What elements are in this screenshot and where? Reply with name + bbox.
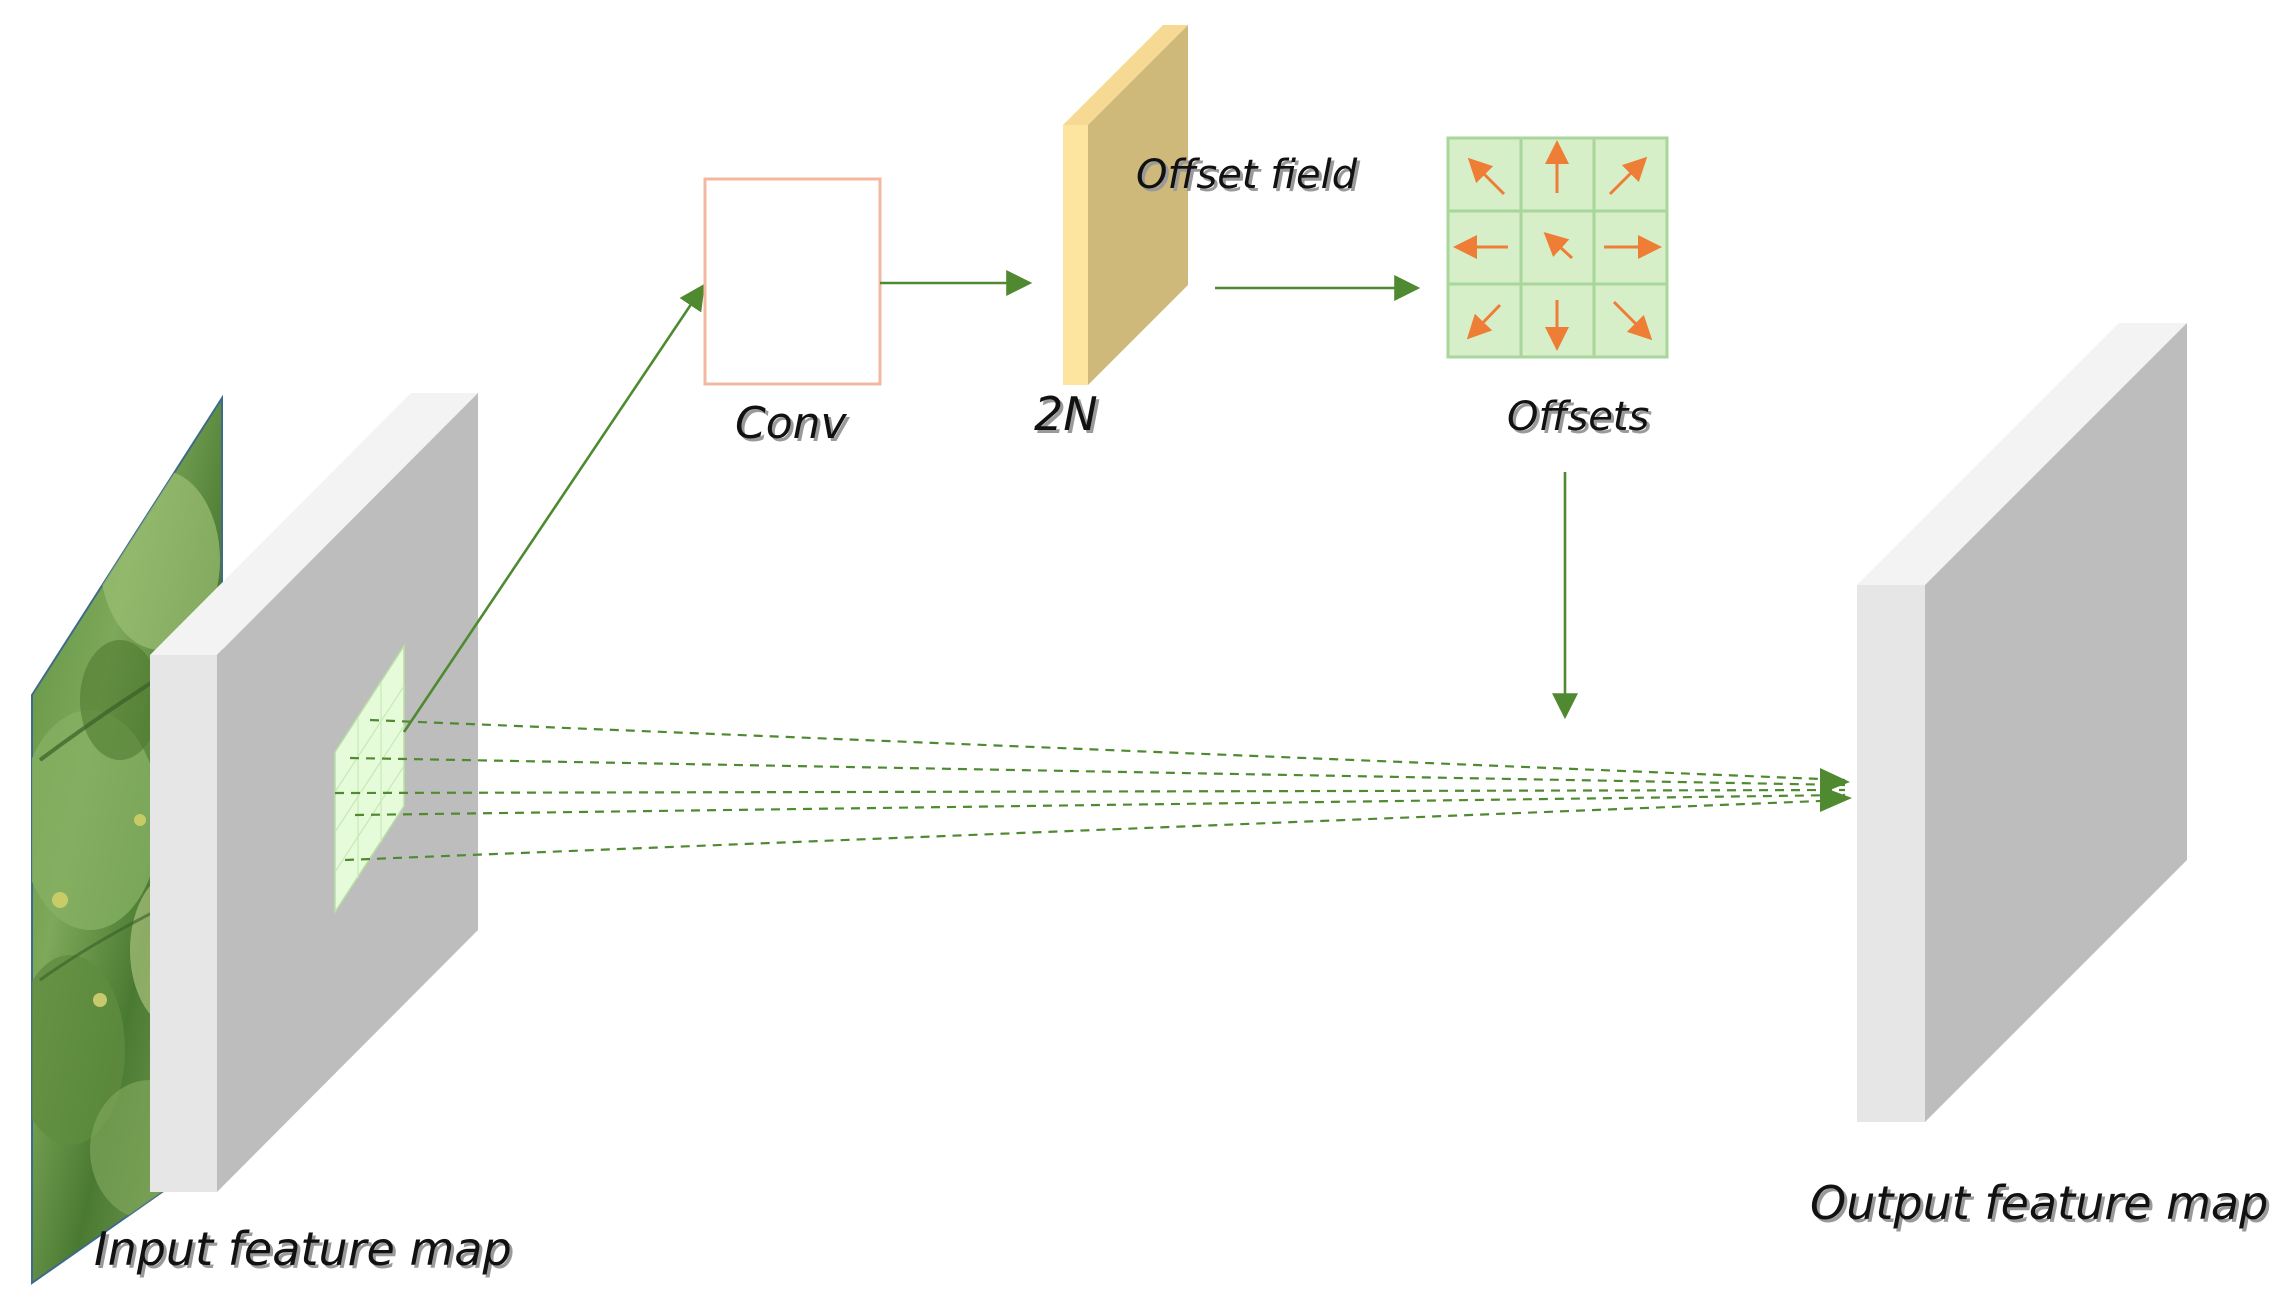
svg-text:Input feature map: Input feature map	[97, 1225, 515, 1279]
sampling-lines	[334, 718, 1846, 862]
svg-text:Offset field: Offset field	[1139, 155, 1361, 201]
offset-arrow-icon	[1467, 157, 1506, 196]
output-feature-map-label: Output feature map	[1810, 1176, 2268, 1230]
svg-text:Offsets: Offsets	[1510, 397, 1652, 443]
offset-arrow-icon	[1608, 156, 1648, 196]
offsets-label: Offsets	[1507, 394, 1649, 440]
offset-arrows	[1453, 140, 1662, 351]
offset-arrow-icon	[1466, 303, 1502, 340]
offset-field-slab	[1063, 25, 1188, 385]
offset-field-label: Offset field	[1136, 152, 1358, 198]
input-feature-map-label: Input feature map	[94, 1222, 512, 1276]
svg-text:Output feature map: Output feature map	[1813, 1179, 2271, 1233]
conv-box	[703, 177, 882, 386]
offset-arrow-icon	[1543, 231, 1574, 260]
sampling-arrowheads	[1820, 768, 1852, 812]
output-feature-map-block	[1857, 323, 2187, 1122]
offset-arrow-icon	[1612, 300, 1653, 341]
conv-label: Conv	[735, 398, 848, 449]
offsets-grid	[1446, 136, 1669, 359]
svg-text:Conv: Conv	[738, 401, 851, 452]
labels: Conv Conv Offset field Offset field 2N 2…	[94, 152, 2271, 1279]
arrow-patch-to-conv	[402, 283, 705, 733]
two-n-label: 2N	[1034, 387, 1098, 441]
input-feature-map-block	[150, 393, 478, 1192]
kernel-patch	[334, 643, 405, 915]
svg-text:2N: 2N	[1037, 390, 1101, 444]
